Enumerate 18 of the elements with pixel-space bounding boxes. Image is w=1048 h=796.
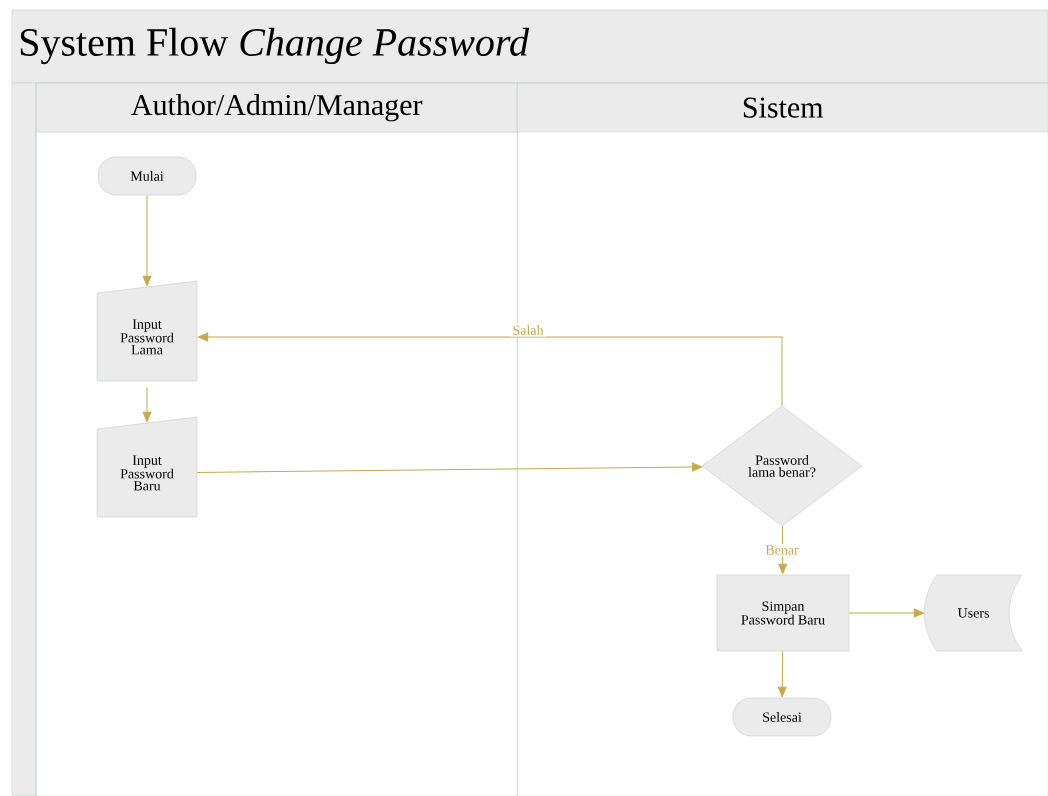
terminator: Selesai [732,697,832,737]
title: System Flow Change Password [20,27,530,65]
arrow [777,650,787,697]
stored-data: Users [924,574,1023,652]
process-box: Simpan Password Baru [716,574,850,652]
edge-label: Salah [510,323,546,337]
arrow [848,608,924,618]
arrow [142,386,152,422]
lane-header: Sistem [517,83,1048,133]
lane-header: Author/Admin/Manager [36,83,518,133]
edge-label: Benar [763,543,801,557]
arrow [196,462,703,473]
arrow [198,332,783,407]
terminator: Mulai [97,156,197,196]
arrow [142,194,152,286]
arrow [778,525,788,574]
manual-input: Input Password Lama [96,280,198,382]
manual-input: Input Password Baru [96,416,198,518]
